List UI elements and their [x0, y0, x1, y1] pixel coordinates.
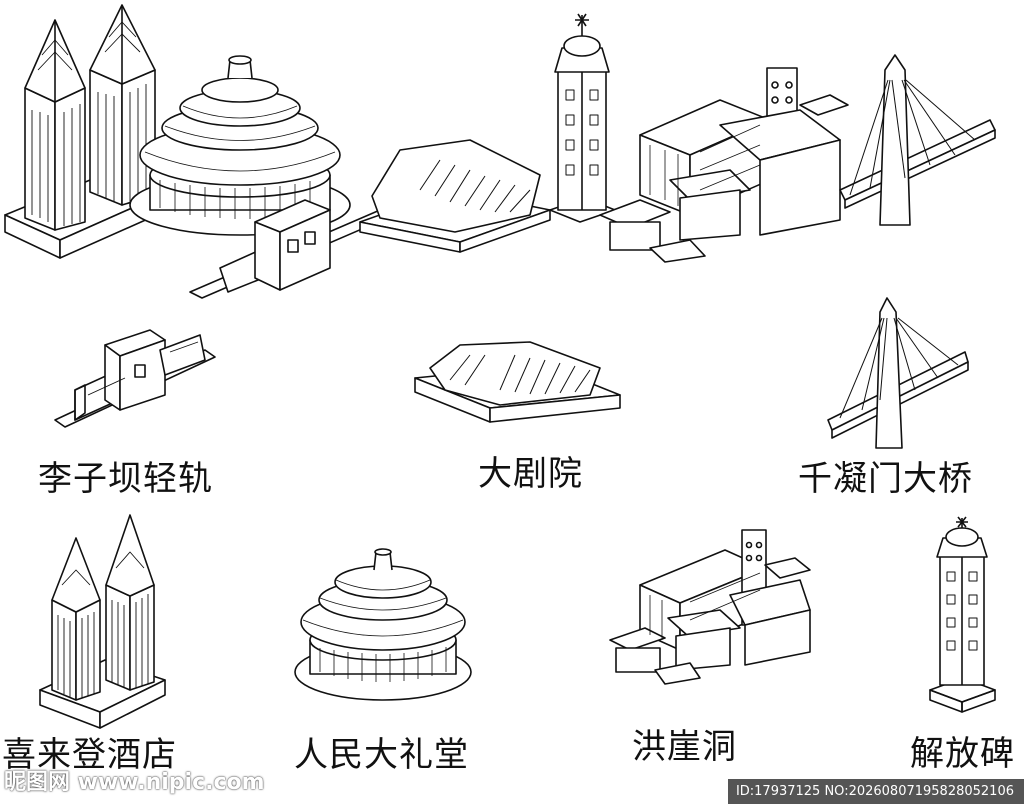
panorama-liberation-monument	[549, 13, 616, 223]
icon-light-rail	[54, 329, 216, 428]
icon-twin-towers	[39, 514, 166, 729]
panorama-hongyadong	[599, 67, 849, 263]
label-liberation-monument: 解放碑	[910, 734, 1015, 774]
label-grand-theatre: 大剧院	[478, 454, 583, 494]
icon-liberation-monument	[929, 516, 996, 713]
panorama-skyline	[4, 4, 996, 299]
label-qianximen-bridge: 千凝门大桥	[798, 459, 973, 499]
icon-great-hall	[294, 548, 472, 701]
icon-grand-theatre	[414, 341, 621, 423]
label-hongyadong: 洪崖洞	[632, 727, 737, 767]
panorama-twin-towers	[4, 4, 156, 259]
panorama-grand-theatre	[359, 139, 551, 253]
watermark-site: 昵图网 www.nipic.com	[4, 770, 265, 795]
label-great-hall: 人民大礼堂	[294, 735, 469, 775]
label-light-rail: 李子坝轻轨	[38, 459, 213, 499]
icon-hongyadong	[609, 529, 811, 685]
icon-qianximen-bridge	[827, 297, 969, 449]
watermark-id: ID:17937125 NO:20260807195828052106	[727, 779, 1024, 804]
panorama-light-rail	[189, 199, 393, 299]
panorama-bridge	[839, 54, 996, 226]
label-hilton-hotel: 喜来登酒店	[2, 735, 177, 775]
